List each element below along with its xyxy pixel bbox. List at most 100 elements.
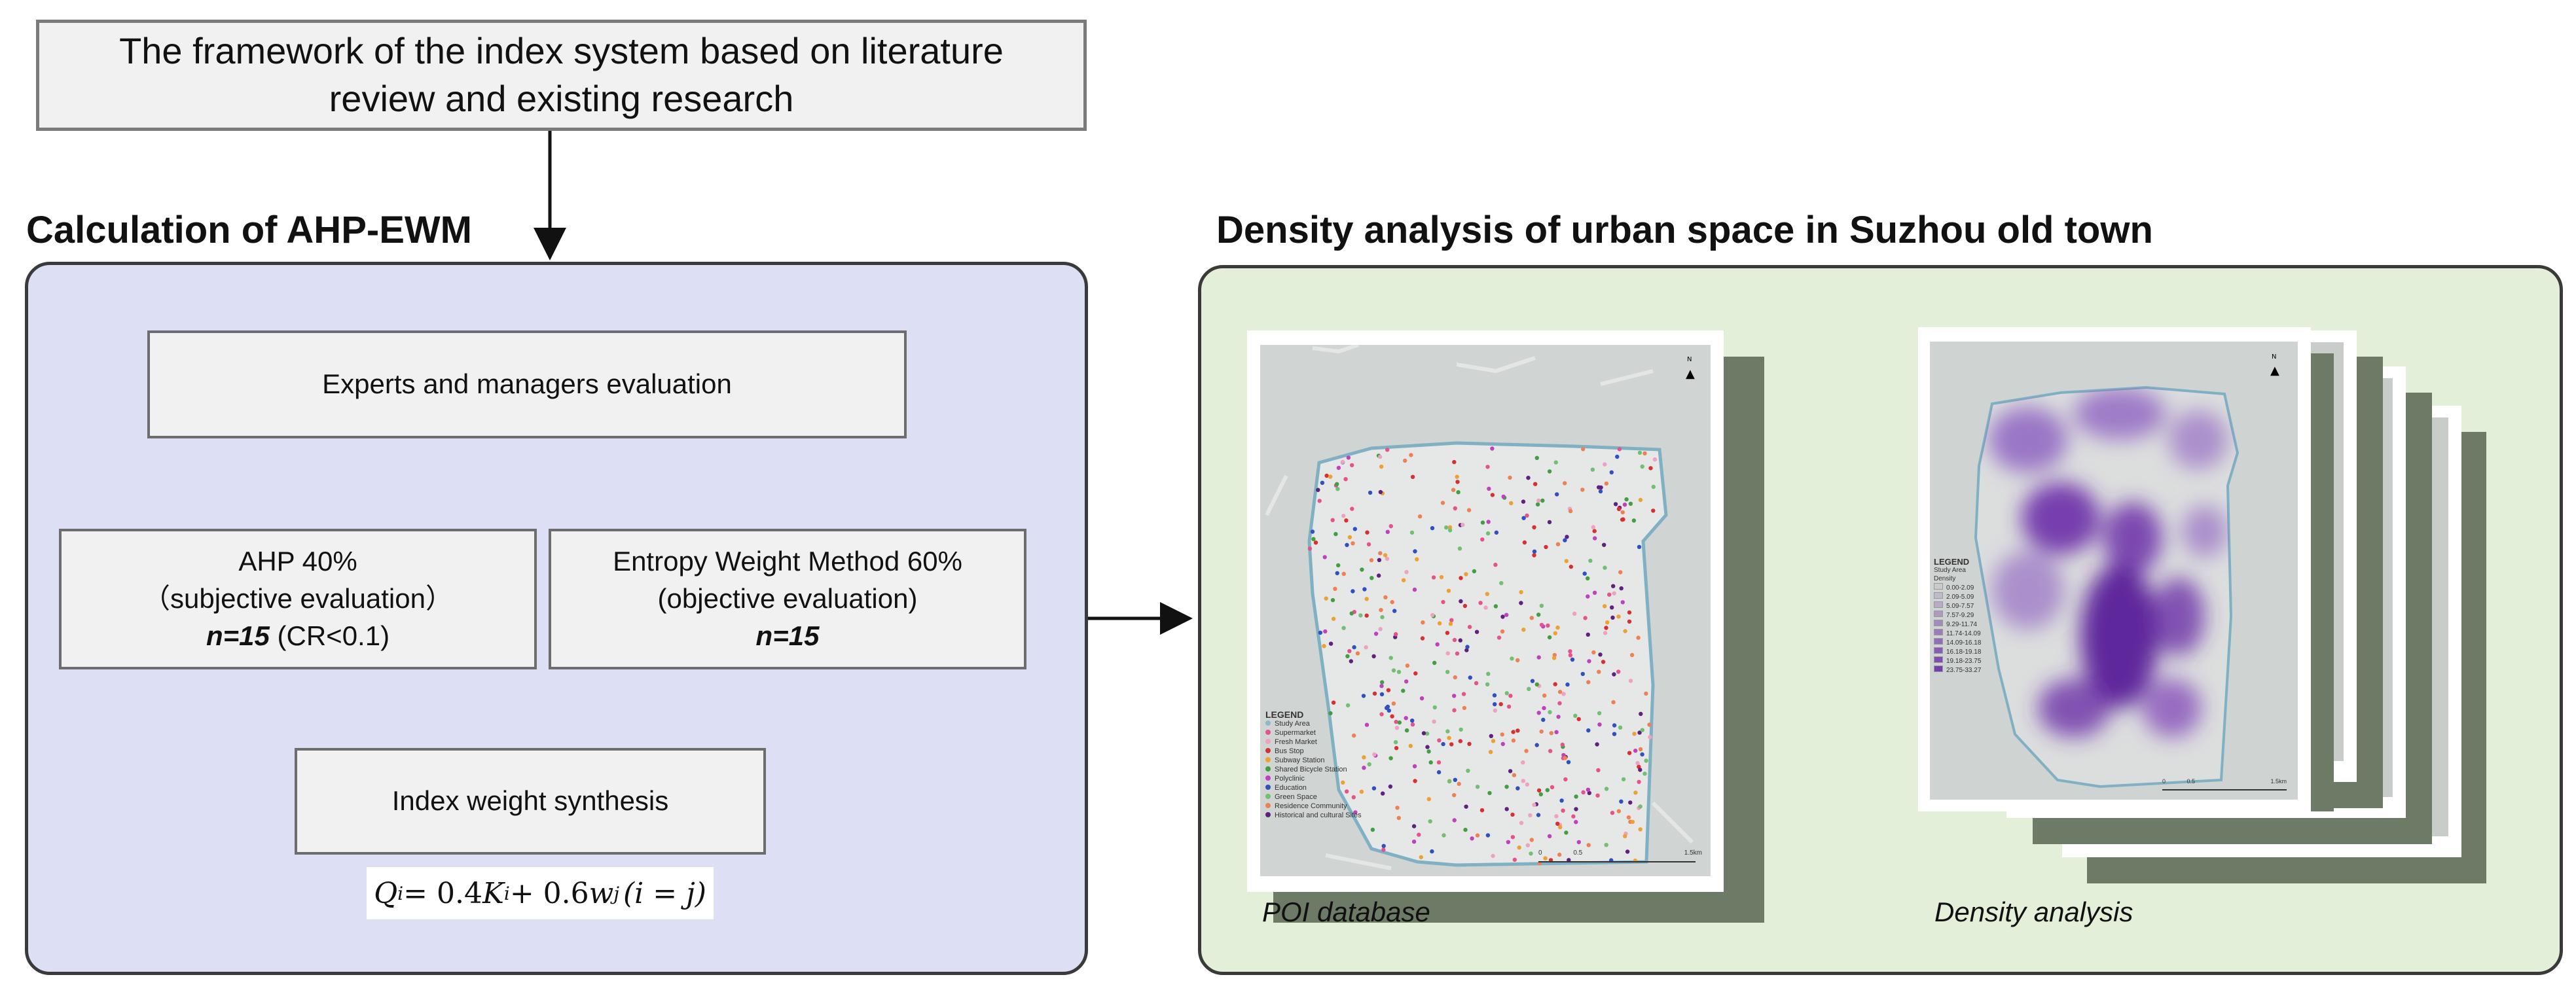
poi-point bbox=[1457, 781, 1461, 787]
poi-point bbox=[1459, 576, 1463, 580]
poi-point bbox=[1630, 819, 1635, 825]
ewm-line-1: Entropy Weight Method 60% bbox=[613, 546, 962, 577]
density-legend-item: 5.09-7.57 bbox=[1934, 601, 2025, 611]
poi-point bbox=[1521, 760, 1525, 765]
poi-point bbox=[1504, 807, 1509, 811]
poi-point bbox=[1604, 843, 1608, 847]
framework-line-2: review and existing research bbox=[329, 78, 794, 119]
poi-point bbox=[1644, 691, 1648, 696]
poi-point bbox=[1532, 549, 1537, 554]
poi-point bbox=[1595, 742, 1599, 747]
poi-point bbox=[1388, 656, 1393, 660]
poi-point bbox=[1648, 466, 1653, 470]
poi-point bbox=[1485, 682, 1490, 686]
poi-point bbox=[1447, 528, 1453, 533]
poi-point bbox=[1573, 713, 1578, 718]
poi-point bbox=[1468, 675, 1472, 680]
poi-point bbox=[1441, 741, 1445, 747]
poi-point bbox=[1364, 613, 1369, 618]
poi-point bbox=[1587, 790, 1591, 796]
poi-point bbox=[1410, 474, 1415, 479]
poi-point bbox=[1586, 632, 1590, 637]
poi-scale-bar: 0 0.5 1.5km bbox=[1538, 849, 1702, 857]
poi-point bbox=[1597, 711, 1602, 716]
poi-point bbox=[1508, 694, 1513, 698]
poi-point bbox=[1559, 798, 1564, 803]
poi-point bbox=[1491, 739, 1496, 743]
poi-point bbox=[1379, 712, 1384, 717]
poi-point bbox=[1555, 492, 1559, 497]
poi-point bbox=[1601, 660, 1606, 664]
poi-point bbox=[1633, 749, 1638, 753]
poi-point bbox=[1500, 741, 1505, 747]
poi-point bbox=[1408, 743, 1413, 749]
poi-point bbox=[1610, 605, 1614, 610]
north-arrow-icon: ▲ bbox=[1686, 367, 1695, 381]
ahp-cr: (CR<0.1) bbox=[269, 620, 390, 651]
poi-point bbox=[1515, 786, 1520, 790]
poi-point bbox=[1352, 527, 1357, 531]
poi-point bbox=[1485, 531, 1491, 536]
poi-point bbox=[1381, 791, 1385, 796]
poi-point bbox=[1458, 739, 1462, 743]
poi-point bbox=[1524, 749, 1529, 753]
poi-point bbox=[1328, 641, 1333, 646]
poi-point bbox=[1517, 845, 1521, 850]
poi-point bbox=[1586, 594, 1590, 599]
poi-point bbox=[1586, 576, 1590, 580]
poi-point bbox=[1378, 551, 1383, 556]
poi-point bbox=[1576, 840, 1581, 845]
poi-point bbox=[1365, 530, 1370, 535]
legend-swatch-icon bbox=[1934, 638, 1943, 645]
ahp-box: AHP 40% （subjective evaluation） n=15 (CR… bbox=[59, 529, 537, 669]
poi-point bbox=[1353, 810, 1358, 815]
poi-point bbox=[1563, 777, 1568, 782]
poi-point bbox=[1447, 779, 1452, 784]
poi-point bbox=[1529, 838, 1534, 842]
poi-point bbox=[1603, 462, 1607, 467]
poi-point bbox=[1388, 524, 1393, 529]
poi-point bbox=[1464, 804, 1468, 809]
poi-point bbox=[1390, 714, 1394, 719]
poi-point bbox=[1619, 799, 1624, 804]
poi-point bbox=[1515, 658, 1520, 663]
poi-point bbox=[1557, 701, 1562, 705]
poi-point bbox=[1596, 768, 1601, 773]
poi-point bbox=[1452, 694, 1457, 698]
poi-point bbox=[1574, 794, 1578, 799]
poi-point bbox=[1534, 682, 1539, 687]
poi-point bbox=[1629, 652, 1635, 658]
poi-point bbox=[1557, 852, 1562, 857]
poi-point bbox=[1500, 732, 1504, 737]
poi-point bbox=[1563, 481, 1567, 486]
poi-point bbox=[1615, 454, 1620, 459]
density-legend-item: 19.18-23.75 bbox=[1934, 656, 2025, 666]
poi-point bbox=[1553, 460, 1558, 465]
poi-point bbox=[1547, 469, 1552, 474]
poi-point bbox=[1616, 809, 1622, 813]
poi-point bbox=[1452, 708, 1457, 713]
legend-swatch-icon bbox=[1934, 647, 1943, 654]
poi-point bbox=[1534, 743, 1539, 747]
poi-point bbox=[1530, 679, 1535, 683]
poi-point bbox=[1345, 654, 1350, 658]
poi-point bbox=[1411, 840, 1417, 844]
poi-point bbox=[1586, 787, 1591, 792]
poi-legend-item: Historical and cultural Sites bbox=[1265, 811, 1390, 820]
density-legend-item: 23.75-33.27 bbox=[1934, 666, 2025, 675]
framework-line-1: The framework of the index system based … bbox=[119, 30, 1004, 72]
legend-swatch-icon bbox=[1934, 666, 1943, 672]
poi-point bbox=[1452, 818, 1457, 823]
poi-point bbox=[1519, 601, 1523, 605]
poi-point bbox=[1598, 652, 1603, 657]
poi-point bbox=[1633, 790, 1638, 795]
poi-point bbox=[1480, 537, 1485, 542]
poi-point bbox=[1628, 800, 1633, 805]
poi-point bbox=[1419, 696, 1424, 701]
poi-point bbox=[1592, 529, 1597, 533]
poi-point bbox=[1563, 538, 1567, 542]
poi-point bbox=[1545, 788, 1550, 792]
poi-point bbox=[1324, 473, 1329, 478]
